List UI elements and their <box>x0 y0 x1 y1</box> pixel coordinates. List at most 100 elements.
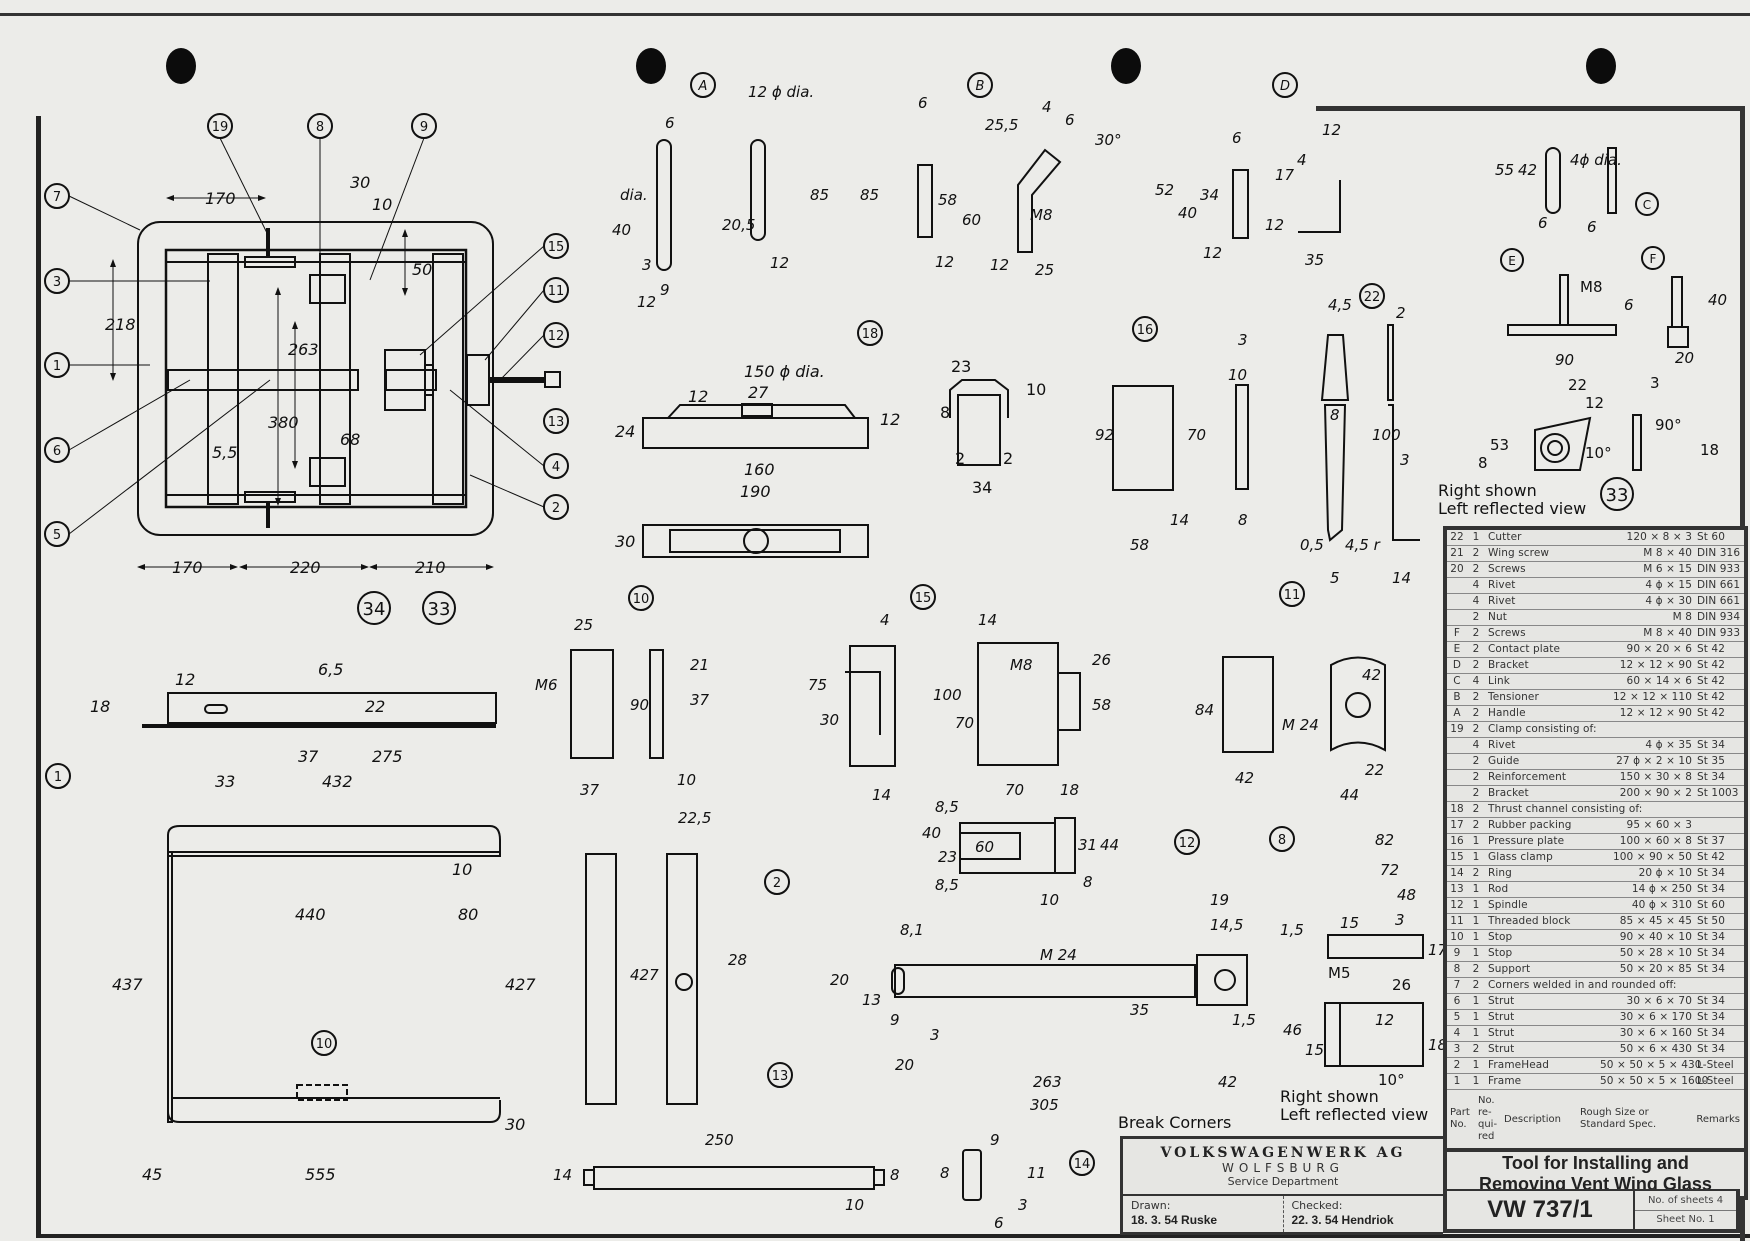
balloon-11: 11 <box>543 277 569 303</box>
dimension-label: 6 <box>918 94 928 112</box>
qty-cell: 1 <box>1472 931 1480 943</box>
dimension-label: 10 <box>452 860 472 879</box>
description-cell: Pressure plate <box>1488 835 1565 847</box>
description-cell: Strut <box>1488 1027 1515 1039</box>
balloon-10-frame: 10 <box>311 1030 337 1056</box>
balloon-18: 18 <box>857 320 883 346</box>
dimension-label: 3 <box>642 256 652 274</box>
description-cell: Support <box>1488 963 1531 975</box>
sheet-top-edge <box>0 13 1750 16</box>
description-cell: Stop <box>1488 947 1513 959</box>
dimension-label: 25 <box>1035 261 1054 279</box>
dimension-label: Left reflected view <box>1438 499 1586 518</box>
dimension-label: 30 <box>350 173 370 192</box>
dimension-label: 3 <box>930 1026 940 1044</box>
frame-side-view <box>142 692 497 728</box>
remarks-cell: DIN 661 <box>1697 595 1741 607</box>
description-cell: Rivet <box>1488 739 1516 751</box>
qty-cell: 2 <box>1472 819 1480 831</box>
description-cell: Bracket <box>1488 659 1529 671</box>
drawn-value: 18. 3. 54 Ruske <box>1131 1213 1218 1227</box>
remarks-cell: St 34 <box>1697 995 1725 1007</box>
remarks-cell: St 60 <box>1697 531 1725 543</box>
dimension-label: 58 <box>1130 536 1149 554</box>
dimension-label: 12 <box>175 670 195 689</box>
dimension-label: 5,5 <box>212 443 237 462</box>
qty-cell: 4 <box>1472 579 1480 591</box>
dimension-label: 9 <box>420 120 428 135</box>
size-cell: 50 × 50 × 5 × 430 <box>1600 1059 1702 1071</box>
balloon-1-side: 1 <box>45 763 71 789</box>
tensioner-b-bent <box>1017 148 1062 253</box>
dimension-label: 10° <box>1378 1071 1405 1089</box>
dimension-label: 12 <box>935 253 954 271</box>
part-no-cell: F <box>1453 627 1461 639</box>
description-cell: Frame <box>1488 1075 1522 1087</box>
dimension-label: 18 <box>90 697 110 716</box>
detail-cutter <box>1320 324 1420 542</box>
part-no-cell: D <box>1452 659 1462 671</box>
dimension-label: 11 <box>1027 1164 1046 1182</box>
balloon-9: 9 <box>411 113 437 139</box>
dimension-label: 18 <box>862 327 879 342</box>
frame-outline <box>137 221 494 536</box>
dimension-label: 6 <box>1538 214 1548 232</box>
dimension-label: 17 <box>1275 166 1295 184</box>
dimension-label: 58 <box>1092 696 1111 714</box>
balloon-4: 4 <box>543 453 569 479</box>
part-no-cell <box>1447 610 1467 625</box>
part-no-cell: 11 <box>1450 915 1464 927</box>
dimension-label: 30 <box>615 532 635 551</box>
description-cell: Strut <box>1488 1011 1515 1023</box>
dimension-label: 8 <box>316 120 324 135</box>
remarks-cell: St 37 <box>1697 835 1725 847</box>
dimension-label: 11 <box>548 284 565 299</box>
dimension-label: 90 <box>1555 351 1574 369</box>
dimension-label: 22 <box>365 697 385 716</box>
dimension-label: 6 <box>1587 218 1597 236</box>
dimension-label: 14 <box>1074 1157 1091 1172</box>
balloon-14: 14 <box>1069 1150 1095 1176</box>
dimension-label: 15 <box>1340 914 1359 932</box>
dimension-label: 100 <box>933 686 962 704</box>
dimension-label: M8 <box>1030 206 1053 224</box>
part-no-cell: 7 <box>1453 979 1461 991</box>
dimension-label: 12 ϕ dia. <box>748 83 814 101</box>
remarks-cell: St 34 <box>1697 867 1725 879</box>
dimension-label: M8 <box>1010 656 1033 674</box>
dimension-label: 8 <box>1238 511 1248 529</box>
description-cell: Strut <box>1488 1043 1515 1055</box>
dimension-label: 40 <box>922 824 941 842</box>
size-cell: M 8 × 40 <box>1643 547 1692 559</box>
dimension-label: 75 <box>808 676 827 694</box>
balloon-5: 5 <box>44 521 70 547</box>
spindle-dimensions: 12 19 14,5 M 24 35 8,1 20 13 9 3 20 1,5 … <box>830 829 1256 1132</box>
dimension-label: 380 <box>268 413 299 432</box>
dimension-label: E <box>1508 254 1516 268</box>
dimension-label: D <box>1280 79 1290 94</box>
threaded-block-dimensions: 11 84 M 24 42 42 22 44 <box>1195 581 1384 804</box>
dimension-label: 10 <box>845 1196 864 1214</box>
remarks-cell: St 50 <box>1697 915 1725 927</box>
size-cell: 30 × 6 × 70 <box>1626 995 1692 1007</box>
dimension-label: 30 <box>505 1115 525 1134</box>
part-no-cell: 19 <box>1450 723 1464 735</box>
size-cell: 14 ϕ × 250 <box>1631 883 1692 895</box>
remarks-cell: St 34 <box>1697 771 1725 783</box>
remarks-cell: St 34 <box>1697 1043 1725 1055</box>
dimension-label: 218 <box>105 315 136 334</box>
support-dimensions: 8 82 72 48 1,5 15 3 M5 26 17 46 15 12 10… <box>1269 826 1448 1124</box>
size-cell: 90 × 40 × 10 <box>1619 931 1692 943</box>
part-no-cell: 14 <box>1450 867 1464 879</box>
balloon-6: 6 <box>44 437 70 463</box>
dimension-label: 21 <box>690 656 709 674</box>
part-no-cell: A <box>1453 707 1461 719</box>
dimension-label: 2 <box>552 501 560 516</box>
dimension-label: 40 <box>1178 204 1197 222</box>
size-cell: M 6 × 15 <box>1643 563 1692 575</box>
sheets-total: No. of sheets 4 <box>1635 1191 1736 1211</box>
